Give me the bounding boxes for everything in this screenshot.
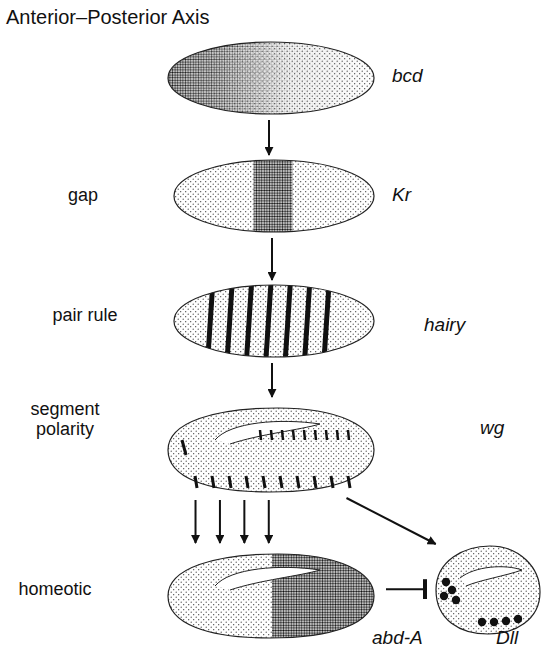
- arrow-connector: [271, 363, 273, 397]
- embryo-node: Dll: [430, 540, 545, 640]
- embryo-node: bcd: [166, 40, 376, 116]
- diagram-title: Anterior–Posterior Axis: [6, 6, 209, 29]
- stage-label: gap: [48, 186, 118, 206]
- gene-label: Kr: [392, 185, 411, 206]
- embryo-node: homeoticabd-A: [160, 546, 382, 642]
- stage-label: pair rule: [40, 306, 130, 326]
- embryo-node: segment polaritywg: [160, 400, 382, 496]
- embryo-node: gapKr: [172, 158, 376, 234]
- arrow-connector: [268, 500, 270, 543]
- embryo-illustration: [172, 283, 376, 359]
- arrow-connector: [243, 500, 245, 543]
- arrow-connector: [346, 498, 435, 544]
- embryo-illustration: [160, 400, 382, 496]
- gene-label: wg: [480, 418, 504, 439]
- gene-label: hairy: [424, 315, 465, 336]
- embryo-illustration: [172, 158, 376, 234]
- embryo-illustration: [166, 40, 376, 116]
- embryo-illustration: [160, 546, 382, 642]
- arrow-connector: [219, 500, 221, 543]
- inhibition-connector: [386, 588, 426, 590]
- stage-label: homeotic: [0, 580, 110, 600]
- arrow-connector: [195, 500, 197, 543]
- embryo-illustration: [430, 540, 545, 640]
- embryo-node: pair rulehairy: [172, 283, 376, 359]
- gene-label: bcd: [392, 66, 423, 87]
- stage-label: segment polarity: [10, 400, 120, 440]
- arrow-connector: [268, 120, 270, 155]
- arrow-connector: [271, 238, 273, 280]
- gene-label: Dll: [496, 628, 518, 649]
- gene-label: abd-A: [372, 628, 423, 649]
